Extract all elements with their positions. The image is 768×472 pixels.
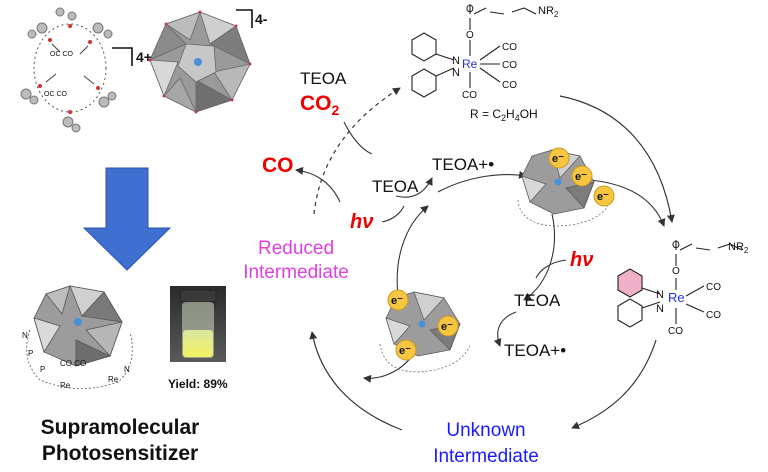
electron-badges-top	[548, 147, 615, 207]
electron-top-2: e⁻	[575, 171, 587, 183]
charge-cation: 4+	[136, 49, 152, 65]
re-complex-top	[411, 4, 537, 98]
re-top: Re	[462, 57, 478, 71]
co-top-1: CO	[502, 42, 517, 53]
outer-cycle-arrow-left-dashed	[313, 87, 401, 215]
unknown-line2: Intermediate	[433, 446, 539, 467]
nr2-top: NR2	[538, 5, 559, 19]
teoa-right: TEOA	[514, 291, 561, 310]
electron-bottom-3: e⁻	[399, 345, 411, 357]
title-line1: Supramolecular	[41, 416, 200, 439]
electron-bottom-1: e⁻	[391, 295, 403, 307]
co-right-1: CO	[706, 282, 721, 293]
teoa-plus-top: TEOA+•	[432, 155, 494, 174]
unknown-line1: Unknown	[446, 420, 525, 441]
n-top-2: N	[452, 67, 460, 79]
outer-cycle-arrow-top	[559, 95, 675, 223]
co-right-2: CO	[706, 310, 721, 321]
n-top-1: N	[452, 55, 460, 67]
co-right-3: CO	[668, 326, 683, 337]
hv-right: hν	[570, 249, 593, 271]
n-right-2: N	[656, 303, 664, 315]
assembly-co: CO CO	[60, 359, 86, 368]
electron-transfer-arrow	[589, 179, 666, 227]
inner-cycle-arrow-top	[437, 170, 527, 193]
nr2-right: NR2	[728, 241, 749, 255]
hv-left: hν	[350, 211, 373, 233]
co-top-4: CO	[462, 90, 477, 101]
ring-co-label: OC CO	[50, 51, 74, 58]
electron-bottom-2: e⁻	[441, 321, 453, 333]
co2-label: CO2	[300, 92, 340, 118]
charge-anion: 4-	[255, 11, 268, 27]
co-product: CO	[262, 154, 294, 177]
inner-cycle-arrow-right	[523, 213, 555, 301]
assembly-arrow	[82, 167, 172, 271]
re-right: Re	[668, 290, 685, 305]
reduced-line2: Intermediate	[243, 262, 349, 283]
hv-left-arrow	[381, 205, 405, 223]
electron-top-1: e⁻	[552, 153, 564, 165]
bracket-anion	[236, 9, 253, 28]
o-top-1: O	[466, 30, 474, 41]
title-line2: Photosensitizer	[42, 442, 198, 465]
assembly-p-2: P	[40, 365, 45, 374]
rhenium-ring-cation	[20, 7, 117, 133]
co-release-arrow	[295, 166, 341, 203]
vial-photo	[170, 286, 226, 362]
re-complex-right	[617, 240, 743, 328]
inner-cycle-arrow-left	[396, 205, 429, 297]
r-definition: R = C2H4OH	[470, 107, 538, 123]
assembly-p-1: P	[28, 349, 33, 358]
teoa-oxidation-arrow-bottom	[493, 311, 517, 347]
electron-badges-bottom	[387, 289, 459, 361]
reduced-line1: Reduced	[258, 238, 334, 259]
teoa-top: TEOA	[300, 69, 347, 88]
teoa-plus-bottom: TEOA+•	[504, 341, 566, 360]
assembly-re-right: Re	[108, 375, 119, 384]
ring-co-label-2: OC CO	[44, 91, 68, 98]
co-top-2: CO	[502, 60, 517, 71]
bracket-cation	[112, 47, 133, 66]
hv-right-arrow	[535, 259, 567, 279]
polyoxometalate-anion	[149, 11, 251, 113]
reduced-cluster-top	[517, 149, 609, 227]
outer-cycle-arrow-bottom	[309, 331, 403, 431]
teoa-oxidation-arrow-top	[395, 177, 433, 198]
supramolecular-assembly	[26, 285, 133, 389]
assembly-n-right: N	[124, 365, 130, 374]
assembly-n-left: N	[22, 331, 28, 340]
o-top-2: O	[466, 4, 474, 15]
teoa-inner: TEOA	[372, 177, 419, 196]
electron-top-3: e⁻	[597, 191, 609, 203]
co-top-3: CO	[502, 80, 517, 91]
assembly-re-left: Re	[60, 381, 71, 390]
yield-label: Yield: 89%	[168, 377, 228, 391]
outer-cycle-arrow-right	[571, 339, 657, 430]
n-right-1: N	[656, 289, 664, 301]
o-right-2: O	[672, 240, 680, 251]
co2-uptake-arrow	[343, 121, 373, 155]
o-right-1: O	[672, 266, 680, 277]
poly-oxygen-dots	[148, 10, 252, 114]
